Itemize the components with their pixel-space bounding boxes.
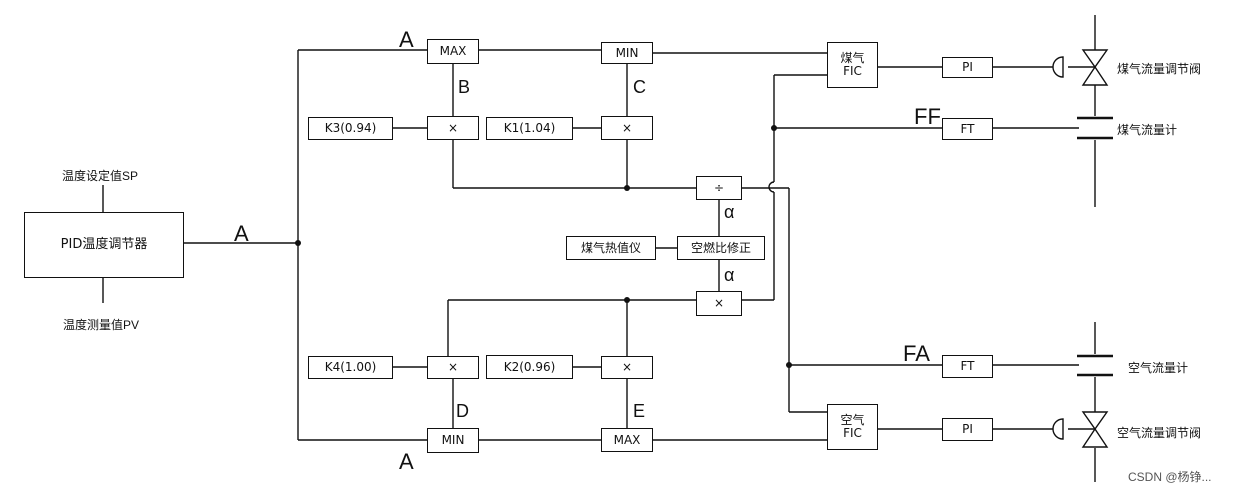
ff-label: FF	[914, 104, 941, 129]
k1-block: K1(1.04)	[486, 117, 573, 140]
setpoint-label: 温度设定值SP	[62, 169, 139, 183]
watermark: CSDN @杨铮...	[1128, 470, 1212, 484]
max-block-bottom: MAX	[601, 428, 653, 452]
air-valve-label: 空气流量调节阀	[1117, 426, 1202, 440]
multiply-block-e: ×	[601, 356, 653, 379]
air-pi-block: PI	[942, 418, 993, 441]
air-ft-block: FT	[942, 355, 993, 378]
fa-label: FA	[903, 341, 930, 366]
gas-fic-block: 煤气 FIC	[827, 42, 878, 88]
signal-c: C	[633, 77, 646, 97]
air-fuel-ratio-correction-block: 空燃比修正	[677, 236, 765, 260]
divide-block: ÷	[696, 176, 742, 200]
gas-fic-line2: FIC	[843, 64, 862, 78]
air-fic-block: 空气 FIC	[827, 404, 878, 450]
gas-ft-block: FT	[942, 118, 993, 140]
gas-heat-meter-block: 煤气热值仪	[566, 236, 656, 260]
alpha-bottom-label: α	[724, 265, 735, 285]
signal-e: E	[633, 401, 646, 421]
air-fic-line2: FIC	[843, 426, 862, 440]
k4-block: K4(1.00)	[308, 356, 393, 379]
signal-a-main: A	[234, 221, 249, 246]
signal-b: B	[458, 77, 471, 97]
multiply-block-c: ×	[601, 116, 653, 140]
signal-a-top: A	[399, 27, 414, 52]
gas-meter-label: 煤气流量计	[1117, 123, 1178, 137]
measured-value-label: 温度测量值PV	[63, 318, 140, 332]
min-block-bottom: MIN	[427, 428, 479, 453]
signal-d: D	[456, 401, 469, 421]
multiply-block-alpha: ×	[696, 291, 742, 316]
alpha-top-label: α	[724, 202, 735, 222]
air-fic-line1: 空气	[840, 413, 865, 428]
multiply-block-b: ×	[427, 116, 479, 140]
gas-valve-label: 煤气流量调节阀	[1117, 62, 1202, 76]
k2-block: K2(0.96)	[486, 355, 573, 379]
air-meter-label: 空气流量计	[1128, 361, 1189, 375]
gas-fic-line1: 煤气	[840, 51, 865, 66]
max-block-top: MAX	[427, 39, 479, 64]
signal-a-bottom: A	[399, 449, 414, 474]
pid-controller-block: PID温度调节器	[24, 212, 184, 278]
gas-pi-block: PI	[942, 57, 993, 78]
min-block-top: MIN	[601, 42, 653, 64]
multiply-block-d: ×	[427, 356, 479, 379]
k3-block: K3(0.94)	[308, 117, 393, 140]
